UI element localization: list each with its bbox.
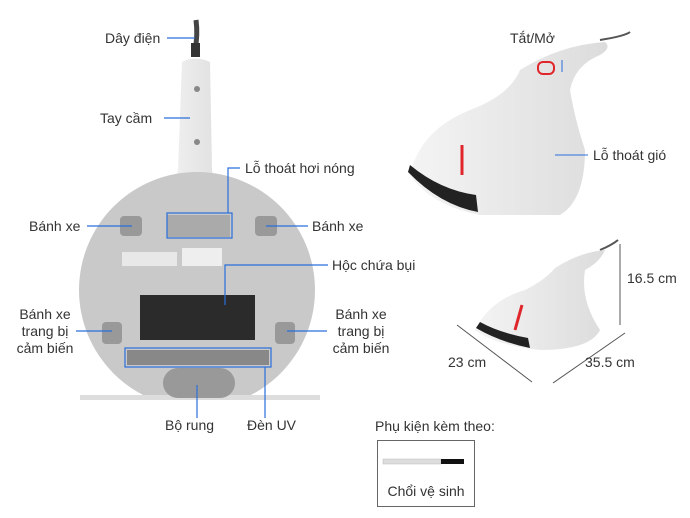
- dimension-lines: [456, 244, 626, 384]
- accessories-title: Phụ kiện kèm theo:: [375, 418, 495, 434]
- label-air-vent: Lỗ thoát gió: [593, 147, 667, 163]
- label-wheel-right: Bánh xe: [312, 218, 364, 234]
- label-uv-lamp: Đèn UV: [247, 417, 297, 433]
- callout-lines: [76, 37, 328, 418]
- line: Bánh xe: [19, 306, 71, 322]
- label-sensor-wheel-right: Bánh xe trang bị cảm biến: [326, 306, 396, 357]
- dust-box-shape: [140, 295, 255, 340]
- label-handle: Tay cầm: [100, 110, 153, 126]
- side-view-shape: [410, 42, 608, 215]
- switch-shape: [537, 61, 555, 75]
- dimension-length: 35.5 cm: [585, 354, 635, 370]
- label-dust-box: Hộc chứa bụi: [332, 257, 416, 273]
- handle-shape: [160, 58, 230, 190]
- accessory-brush-label: Chổi vệ sinh: [387, 483, 465, 499]
- label-hot-air-vent: Lỗ thoát hơi nóng: [245, 160, 355, 176]
- label-power-switch: Tắt/Mở: [510, 30, 555, 46]
- line: cảm biến: [332, 340, 390, 356]
- label-vibrator: Bộ rung: [165, 417, 215, 433]
- line: cảm biến: [16, 340, 74, 356]
- line: Bánh xe: [335, 306, 387, 322]
- dimension-height: 16.5 cm: [627, 270, 677, 286]
- accessory-box: [377, 440, 475, 507]
- label-wheel-left: Bánh xe: [29, 218, 81, 234]
- label-power-cord: Dây điện: [105, 30, 161, 46]
- label-sensor-wheel-left: Bánh xe trang bị cảm biến: [10, 306, 80, 357]
- line: trang bị: [21, 323, 69, 339]
- angled-view-shape: [475, 250, 605, 350]
- line: trang bị: [337, 323, 385, 339]
- dimension-width: 23 cm: [448, 354, 487, 370]
